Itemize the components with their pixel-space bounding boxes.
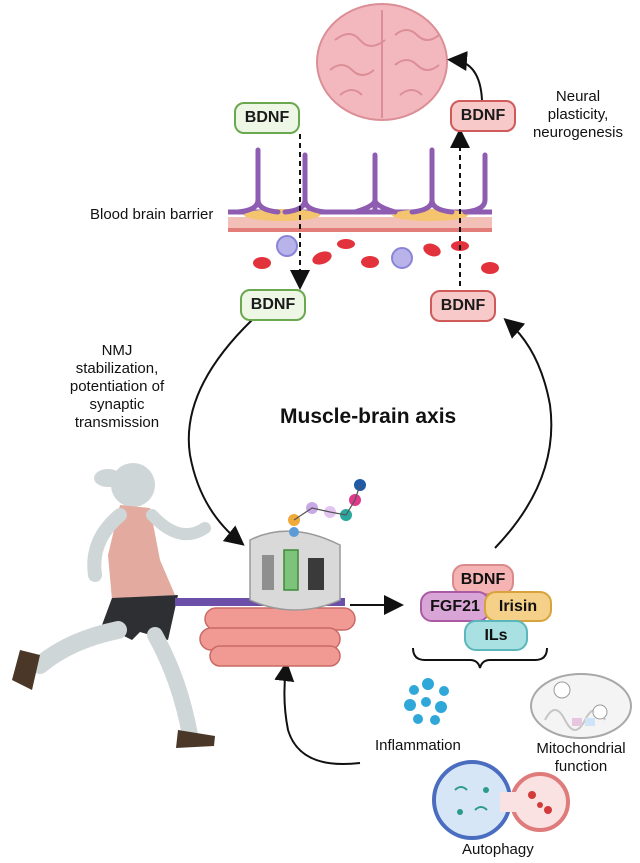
neural-plasticity-line-2: plasticity,	[547, 106, 609, 123]
bdnf-pill-mid-right: BDNF	[430, 290, 496, 322]
myokine-bdnf: BDNF	[452, 564, 514, 595]
arrow-to-brain	[447, 51, 483, 101]
myokine-ils: ILs	[464, 620, 528, 651]
arrow-right-cycle	[494, 318, 553, 549]
nmj-line-5: transmission	[74, 414, 160, 431]
myokine-irisin: Irisin	[484, 591, 552, 622]
myokine-fgf21: FGF21	[420, 591, 490, 622]
autophagy-icon	[432, 760, 570, 840]
mitochondrial-line-2: function	[554, 758, 608, 775]
blood-brain-barrier-label: Blood brain barrier	[90, 206, 214, 223]
arrow-bottom-return	[274, 661, 361, 765]
blood-brain-barrier-icon	[228, 147, 499, 274]
muscle-fiber-icon	[175, 479, 366, 667]
arrow-left-cycle	[187, 319, 253, 546]
bdnf-pill-top-left: BDNF	[234, 102, 300, 134]
diagram-title: Muscle-brain axis	[280, 405, 457, 428]
myokine-brace	[412, 647, 548, 669]
mitochondrial-line-1: Mitochondrial	[536, 740, 626, 757]
bdnf-pill-top-right: BDNF	[450, 100, 516, 132]
inflammation-label: Inflammation	[375, 737, 461, 754]
bdnf-pill-mid-left: BDNF	[240, 289, 306, 321]
mitochondrion-icon	[530, 673, 632, 739]
nmj-line-4: synaptic	[89, 396, 145, 413]
nmj-line-2: stabilization,	[75, 360, 159, 377]
mitochondrial-function-label: Mitochondrial function	[526, 740, 636, 776]
brain-icon	[316, 3, 448, 121]
neural-plasticity-line-3: neurogenesis	[532, 124, 624, 141]
nmj-label: NMJ stabilization, potentiation of synap…	[52, 342, 182, 432]
neural-plasticity-line-1: Neural	[555, 88, 601, 105]
runner-icon	[12, 463, 215, 748]
autophagy-label: Autophagy	[462, 841, 534, 858]
nmj-line-3: potentiation of	[69, 378, 165, 395]
neural-plasticity-label: Neural plasticity, neurogenesis	[528, 88, 628, 142]
inflammation-icon	[404, 678, 449, 725]
nmj-line-1: NMJ	[101, 342, 133, 359]
